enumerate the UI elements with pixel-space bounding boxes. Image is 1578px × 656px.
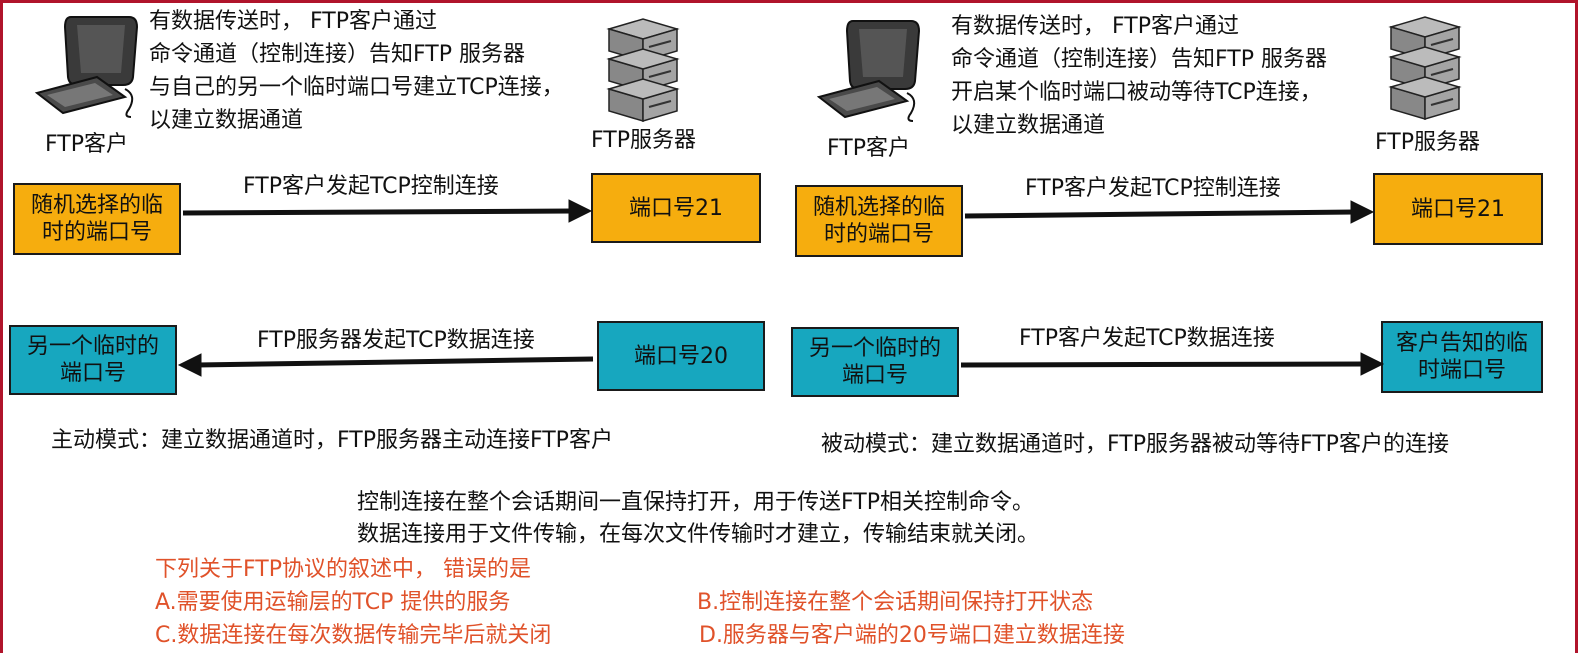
option-c: C.数据连接在每次数据传输完毕后就关闭 bbox=[155, 623, 552, 648]
note-line: 命令通道（控制连接）告知FTP 服务器 bbox=[951, 47, 1327, 72]
data-arrow-line bbox=[960, 361, 1366, 368]
note-line: 以建立数据通道 bbox=[951, 113, 1106, 138]
control-arrow-line bbox=[182, 208, 574, 216]
arrowhead bbox=[1350, 200, 1375, 224]
connection-arrows bbox=[177, 199, 1385, 377]
arrowhead bbox=[1360, 352, 1385, 376]
server-label: FTP服务器 bbox=[1375, 130, 1480, 155]
box-label: 端口号21 bbox=[1411, 196, 1505, 222]
control-arrow-line bbox=[964, 209, 1356, 219]
summary: 控制连接在整个会话期间一直保持打开，用于传送FTP相关控制命令。 数据连接用于文… bbox=[357, 487, 1039, 551]
box-label: 端口号21 bbox=[629, 195, 723, 221]
arrowhead bbox=[177, 353, 202, 377]
note-line: 有数据传送时， FTP客户通过 bbox=[951, 14, 1239, 39]
option-d: D.服务器与客户端的20号端口建立数据连接 bbox=[699, 623, 1125, 648]
server-control-port-box: 端口号21 bbox=[1373, 173, 1543, 245]
note-line: 命令通道（控制连接）告知FTP 服务器 bbox=[149, 42, 525, 67]
question-stem: 下列关于FTP协议的叙述中， 错误的是 bbox=[155, 557, 531, 582]
box-label: 客户告知的临时端口号 bbox=[1395, 331, 1528, 383]
passive-mode-caption: 被动模式：建立数据通道时，FTP服务器被动等待FTP客户的连接 bbox=[821, 432, 1449, 457]
option-a: A.需要使用运输层的TCP 提供的服务 bbox=[155, 590, 511, 615]
note-line: 有数据传送时， FTP客户通过 bbox=[149, 9, 437, 34]
summary-line: 控制连接在整个会话期间一直保持打开，用于传送FTP相关控制命令。 bbox=[357, 490, 1034, 515]
data-arrow-label: FTP服务器发起TCP数据连接 bbox=[257, 328, 535, 353]
active-mode-caption: 主动模式：建立数据通道时，FTP服务器主动连接FTP客户 bbox=[51, 428, 613, 453]
note-line: 以建立数据通道 bbox=[149, 108, 304, 133]
box-label: 随机选择的临时的端口号 bbox=[812, 195, 945, 247]
control-arrow-label: FTP客户发起TCP控制连接 bbox=[1025, 176, 1281, 201]
client-label: FTP客户 bbox=[827, 136, 910, 161]
box-label: 端口号20 bbox=[634, 343, 728, 369]
computer-icon bbox=[34, 16, 139, 118]
client-control-port-box: 随机选择的临时的端口号 bbox=[795, 185, 963, 257]
note-line: 开启某个临时端口被动等待TCP连接， bbox=[951, 80, 1322, 105]
box-label: 另一个临时的端口号 bbox=[808, 336, 941, 388]
computer-icon bbox=[816, 20, 921, 122]
left-note: 有数据传送时， FTP客户通过 命令通道（控制连接）告知FTP 服务器 与自己的… bbox=[149, 6, 564, 138]
option-b: B.控制连接在整个会话期间保持打开状态 bbox=[697, 590, 1094, 615]
summary-line: 数据连接用于文件传输，在每次文件传输时才建立，传输结束就关闭。 bbox=[357, 522, 1040, 547]
client-data-port-box: 另一个临时的端口号 bbox=[791, 327, 959, 397]
right-note: 有数据传送时， FTP客户通过 命令通道（控制连接）告知FTP 服务器 开启某个… bbox=[951, 11, 1327, 143]
server-stack-icon bbox=[1388, 16, 1462, 121]
control-arrow-label: FTP客户发起TCP控制连接 bbox=[243, 174, 499, 199]
box-label: 另一个临时的端口号 bbox=[26, 334, 159, 386]
client-label: FTP客户 bbox=[45, 132, 128, 157]
arrowhead bbox=[568, 199, 593, 223]
server-stack-icon bbox=[606, 18, 680, 123]
data-arrow-label: FTP客户发起TCP数据连接 bbox=[1019, 326, 1275, 351]
server-data-port-box: 端口号20 bbox=[597, 321, 765, 391]
client-control-port-box: 随机选择的临时的端口号 bbox=[13, 183, 181, 255]
box-label: 随机选择的临时的端口号 bbox=[30, 193, 163, 245]
note-line: 与自己的另一个临时端口号建立TCP连接， bbox=[149, 75, 564, 100]
data-arrow-line bbox=[196, 356, 594, 368]
server-label: FTP服务器 bbox=[591, 128, 696, 153]
server-control-port-box: 端口号21 bbox=[591, 173, 761, 243]
server-data-port-box: 客户告知的临时端口号 bbox=[1381, 321, 1543, 393]
client-data-port-box: 另一个临时的端口号 bbox=[9, 325, 177, 395]
